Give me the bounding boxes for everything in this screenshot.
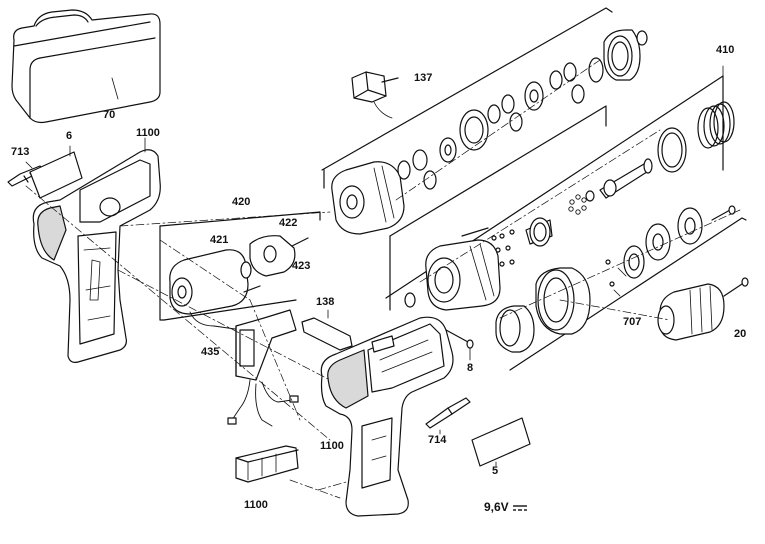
callout-137: 137 — [414, 72, 433, 84]
callout-420: 420 — [232, 196, 251, 208]
callout-422: 422 — [279, 217, 298, 229]
torque-collar-spring — [462, 218, 552, 266]
callout-423: 423 — [292, 260, 311, 272]
gearbox-housing — [332, 162, 404, 234]
connector-137 — [352, 72, 398, 118]
housing-half-right — [321, 317, 453, 516]
voltage-rating: 9,6V — [484, 500, 528, 514]
callout-8: 8 — [467, 362, 474, 374]
gearbox-outline — [322, 8, 612, 236]
carrying-case — [12, 10, 160, 123]
voltage-text: 9,6V — [484, 500, 509, 514]
label-plate-5 — [472, 418, 530, 466]
callout-5: 5 — [492, 465, 499, 477]
ball-bearings — [569, 195, 586, 214]
callout-6: 6 — [66, 130, 73, 142]
ring-gear — [604, 30, 647, 80]
callout-70: 70 — [103, 109, 116, 121]
housing-screw — [446, 330, 473, 360]
callout-714: 714 — [428, 434, 447, 446]
callout-421: 421 — [210, 234, 229, 246]
callout-410: 410 — [716, 44, 735, 56]
callout-713: 713 — [11, 146, 30, 158]
screwdriver-bit-714 — [426, 398, 470, 434]
clutch-spring — [658, 102, 734, 172]
callout-1100-top: 1100 — [136, 127, 160, 139]
label-plate-6 — [30, 146, 82, 198]
direct-current-icon — [512, 505, 527, 511]
chuck-screw — [724, 278, 748, 296]
spindle — [586, 159, 652, 201]
callout-20: 20 — [734, 328, 747, 340]
battery-terminal-block — [236, 446, 298, 482]
callout-138: 138 — [316, 296, 335, 308]
gearbox-front-housing — [405, 240, 500, 310]
adjusting-discs — [606, 206, 735, 296]
clutch-sleeve — [496, 268, 590, 352]
trigger-switch — [228, 310, 298, 426]
callout-1100-bottom: 1100 — [244, 499, 268, 511]
housing-half-left — [33, 138, 160, 362]
assembly-axis-lines — [26, 60, 740, 498]
callout-435: 435 — [201, 346, 220, 358]
motor-assembly — [160, 212, 320, 330]
keyless-chuck — [658, 284, 724, 340]
slide-switch — [302, 310, 352, 350]
callout-1100-mid: 1100 — [320, 440, 344, 452]
callout-707: 707 — [623, 316, 642, 328]
